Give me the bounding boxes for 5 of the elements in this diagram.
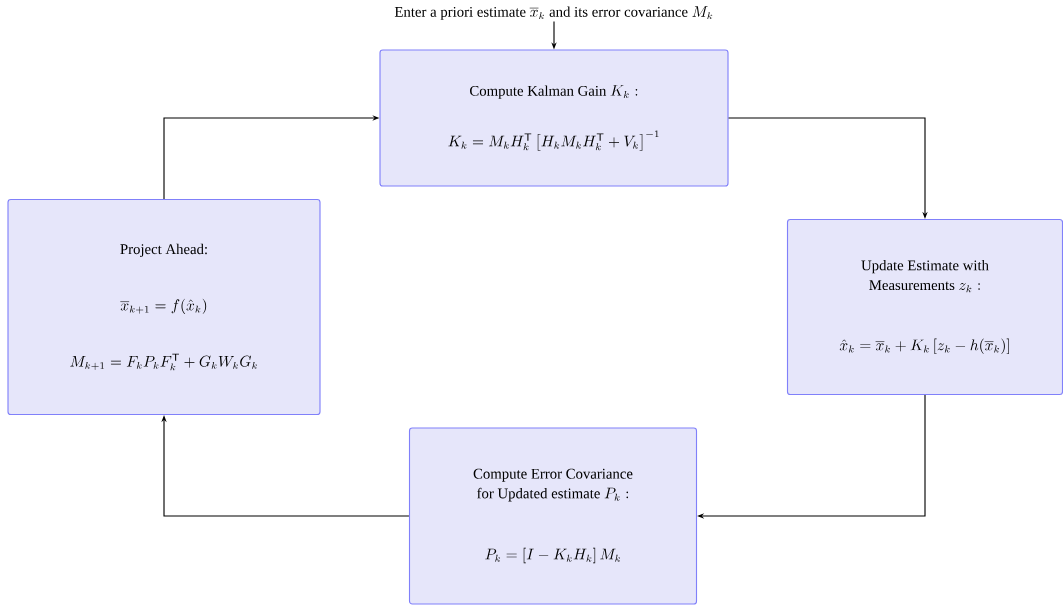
process-box: Compute Error Covariance for Updated estimate $P_k :$ $P_k = \left[I - K_k H_k\right] M_k$ (408, 427, 698, 605)
input-text: Enter a priori estimate $\overline{x}_k$ and its error covariance $M_k$ (394, 6, 713, 20)
process-box: Project Ahead: $\overline{x}_{k+1} = f(\hat{x}_k)$ $M_{k+1} = F_k P_k F_k^{\mathsf{T}} + G_k W_k G_k$ (7, 198, 321, 416)
process-box: Compute Kalman Gain $K_k :$ $K_k = M_k H_k^{\mathsf{T}} \left[H_k M_k H_k^{\mathsf{T}} + V_k\right]^{-1}$ (379, 49, 729, 187)
process-box: Update Estimate with Measurements $z_k :$ $\hat{x}_k = \overline{x}_k + K_k \left[z_k - h(\overline{x}_k)\right]$ (786, 218, 1063, 396)
